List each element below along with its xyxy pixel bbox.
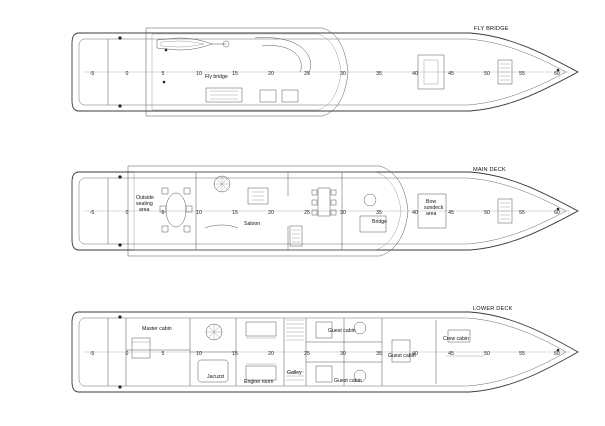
guest-cabin-bed-1	[315, 321, 333, 339]
frame-number-lower-6: 25	[304, 351, 310, 357]
frame-number-fly-12: 55	[519, 71, 525, 77]
frame-number-fly-4: 15	[232, 71, 238, 77]
frame-number-lower-8: 35	[376, 351, 382, 357]
frame-number-lower-10: 45	[448, 351, 454, 357]
frame-number-fly-6: 25	[304, 71, 310, 77]
frame-number-main-13: 60	[554, 210, 560, 216]
frame-number-lower-4: 15	[232, 351, 238, 357]
frame-number-main-9: 40	[412, 210, 418, 216]
frame-number-main-4: 15	[232, 210, 238, 216]
frame-number-main-8: 35	[376, 210, 382, 216]
frame-number-main-11: 50	[484, 210, 490, 216]
room-label-outside-seating-3: area	[139, 207, 149, 213]
fly-bridge-bow-hatch	[417, 54, 445, 90]
guest-cabin-bed-3	[391, 339, 411, 363]
frame-number-lower-11: 50	[484, 351, 490, 357]
frame-number-lower-12: 55	[519, 351, 525, 357]
frame-number-main-0: -5	[90, 210, 95, 216]
frame-number-main-3: 10	[196, 210, 202, 216]
frame-number-lower-5: 20	[268, 351, 274, 357]
fly-bridge-seating	[254, 37, 311, 75]
frame-number-lower-0: -5	[90, 351, 95, 357]
frame-number-lower-9: 40	[412, 351, 418, 357]
fly-bridge-dashboard	[205, 87, 243, 103]
main-deck-title: MAIN DECK	[473, 167, 506, 173]
main-deck: MAIN DECK	[71, 165, 579, 257]
frame-number-main-12: 55	[519, 210, 525, 216]
frame-number-fly-11: 50	[484, 71, 490, 77]
frame-number-lower-7: 30	[340, 351, 346, 357]
room-label-bow-sundeck-2: sundeck	[424, 205, 444, 211]
fly-bridge-deck: FLY BRIDGE Fly bridge	[71, 26, 579, 117]
frame-number-main-2: 5	[162, 210, 165, 216]
saloon-dining-table	[317, 187, 331, 217]
frame-number-fly-9: 40	[412, 71, 418, 77]
room-label-saloon: Saloon	[244, 221, 260, 227]
lower-deck-stair	[286, 319, 304, 341]
frame-number-fly-3: 10	[196, 71, 202, 77]
frame-number-fly-10: 45	[448, 71, 454, 77]
room-label-crew-cabin: Crew cabin	[443, 336, 469, 342]
frame-number-main-7: 30	[340, 210, 346, 216]
room-label-guest-cabin-3: Guest cabin	[388, 353, 416, 359]
room-label-galley: Galley	[287, 370, 302, 376]
room-label-outside-seating-2: seating	[136, 201, 153, 207]
room-label-bridge: Bridge	[372, 219, 387, 225]
frame-number-lower-1: 0	[126, 351, 129, 357]
engine-block-1	[245, 321, 277, 337]
frame-number-lower-2: 5	[162, 351, 165, 357]
jacuzzi-tub	[197, 359, 229, 383]
room-label-bow-sundeck-1: Bow	[426, 199, 436, 205]
frame-number-main-5: 20	[268, 210, 274, 216]
frame-number-fly-0: -5	[90, 71, 95, 77]
frame-number-main-6: 25	[304, 210, 310, 216]
frame-number-fly-5: 20	[268, 71, 274, 77]
frame-number-fly-1: 0	[126, 71, 129, 77]
frame-number-main-10: 45	[448, 210, 454, 216]
room-label-jacuzzi: Jacuzzi	[207, 374, 224, 380]
room-label-fly-bridge: Fly bridge	[205, 74, 228, 80]
master-cabin-bed	[131, 337, 151, 359]
tender-boat	[156, 37, 213, 51]
frame-number-fly-13: 60	[554, 71, 560, 77]
room-label-bow-sundeck-3: area	[426, 211, 436, 217]
frame-number-fly-8: 35	[376, 71, 382, 77]
room-label-guest-cabin-2: Guest cabin	[334, 378, 362, 384]
frame-number-lower-3: 10	[196, 351, 202, 357]
engine-block-2	[245, 365, 277, 381]
fly-bridge-title: FLY BRIDGE	[474, 26, 509, 32]
room-label-engine-room: Engine room	[244, 379, 273, 385]
guest-cabin-bed-2	[315, 365, 333, 383]
bridge-helm	[363, 193, 377, 207]
room-label-master-cabin: Master cabin	[142, 326, 172, 332]
lower-deck: LOWER DECK Maste	[71, 306, 579, 393]
room-label-guest-cabin-1: Guest cabin	[328, 328, 356, 334]
lower-deck-title: LOWER DECK	[473, 306, 513, 312]
frame-number-lower-13: 60	[554, 351, 560, 357]
bow-sundeck-pad	[417, 193, 447, 229]
frame-number-fly-7: 30	[340, 71, 346, 77]
crew-cabin-bunk	[447, 329, 471, 343]
room-label-outside-seating-1: Outside	[136, 195, 154, 201]
frame-number-fly-2: 5	[162, 71, 165, 77]
frame-number-main-1: 0	[126, 210, 129, 216]
saloon-sofa	[247, 187, 269, 205]
